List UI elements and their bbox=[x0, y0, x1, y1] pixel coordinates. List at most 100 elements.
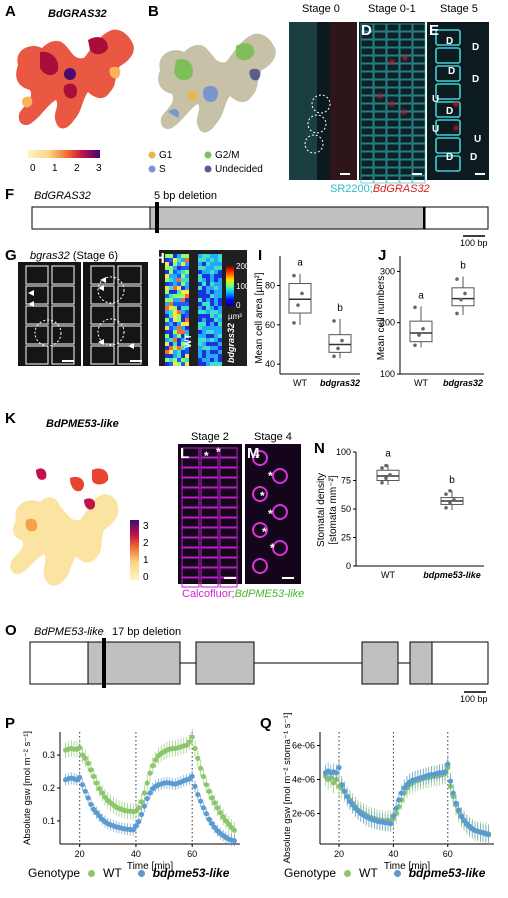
cell-outline bbox=[219, 537, 238, 548]
data-point bbox=[189, 734, 195, 740]
heatmap-cell-mutant bbox=[214, 286, 218, 290]
heatmap-cell-wt bbox=[181, 290, 185, 294]
data-point bbox=[138, 811, 145, 817]
cell-label: U bbox=[432, 94, 439, 105]
cell-outline bbox=[399, 175, 413, 184]
cell-outline bbox=[412, 127, 426, 136]
cell-label: D bbox=[446, 152, 453, 163]
heatmap-cell-mutant bbox=[198, 362, 202, 366]
cell-outline bbox=[181, 547, 200, 558]
heatmap-cell-wt bbox=[169, 290, 173, 294]
heatmap-cell-wt bbox=[169, 270, 173, 274]
heatmap-cell-wt bbox=[181, 362, 185, 366]
heatmap-cell-mutant bbox=[198, 302, 202, 306]
heatmap-cell-wt bbox=[173, 286, 177, 290]
y-tick-label: 100 bbox=[380, 369, 395, 379]
heatmap-cell-wt bbox=[185, 290, 189, 294]
data-point bbox=[413, 343, 417, 348]
heatmap-cell-mutant bbox=[214, 274, 218, 278]
cell-outline bbox=[200, 477, 219, 488]
heatmap-cell-mutant bbox=[210, 290, 214, 294]
y-tick-label: 0 bbox=[346, 561, 351, 571]
heatmap-cell-wt bbox=[173, 314, 177, 318]
heatmap-cell-wt bbox=[165, 298, 169, 302]
data-point bbox=[485, 832, 492, 838]
heatmap-cell-wt bbox=[165, 354, 169, 358]
panel-letter-e: E bbox=[429, 22, 440, 39]
stomatal-cell bbox=[435, 83, 461, 100]
heatmap-cell-wt bbox=[177, 306, 181, 310]
stain-cde-part2: BdGRAS32 bbox=[372, 183, 430, 195]
heatmap-cell-wt bbox=[185, 270, 189, 274]
heatmap-cell-wt bbox=[165, 302, 169, 306]
heatmap-cell-mutant bbox=[218, 286, 222, 290]
cell-outline bbox=[200, 557, 219, 568]
cell-outline bbox=[90, 265, 115, 285]
cell-outline bbox=[386, 175, 400, 184]
heatmap-cell-wt bbox=[165, 322, 169, 326]
cell-outline bbox=[373, 79, 387, 88]
significance-letter: b bbox=[449, 475, 455, 486]
heatmap-cell-mutant bbox=[210, 258, 214, 262]
heatmap-cell-mutant bbox=[202, 286, 206, 290]
y-tick-label: 60 bbox=[265, 320, 275, 330]
panel-c-image bbox=[289, 22, 357, 180]
heatmap-cell-wt bbox=[165, 346, 169, 350]
cell-outline bbox=[360, 119, 374, 128]
cell-outline bbox=[360, 103, 374, 112]
cell-outline bbox=[412, 79, 426, 88]
gene-label-f: BdGRAS32 bbox=[34, 190, 91, 202]
red-signal bbox=[388, 100, 396, 108]
cell-outline bbox=[373, 111, 387, 120]
heatmap-cell-mutant bbox=[214, 278, 218, 282]
heatmap-cell-mutant bbox=[206, 350, 210, 354]
heatmap-cell-wt bbox=[177, 274, 181, 278]
heatmap-cell-mutant bbox=[218, 326, 222, 330]
cell-outline bbox=[360, 95, 374, 104]
heatmap-cell-mutant bbox=[218, 318, 222, 322]
heatmap-cell-wt bbox=[181, 318, 185, 322]
cell-outline bbox=[360, 79, 374, 88]
cell-outline bbox=[412, 23, 426, 32]
cell-outline bbox=[386, 127, 400, 136]
legend-title: Genotype bbox=[28, 866, 81, 880]
cell-outline bbox=[386, 79, 400, 88]
cell-outline bbox=[412, 95, 426, 104]
heatmap-cell-mutant bbox=[218, 274, 222, 278]
heatmap-cell-mutant bbox=[210, 338, 214, 342]
gene-label-o: BdPME53-like bbox=[34, 626, 104, 638]
cell-outline bbox=[200, 527, 219, 538]
heatmap-cell-mutant bbox=[198, 342, 202, 346]
heatmap-cell-mutant bbox=[214, 358, 218, 362]
heatmap-cell-mutant bbox=[202, 306, 206, 310]
data-point bbox=[138, 799, 145, 805]
data-point bbox=[200, 773, 207, 780]
heatmap-cell-mutant bbox=[218, 290, 222, 294]
red-signal bbox=[452, 100, 460, 108]
heatmap-cell-wt bbox=[169, 346, 173, 350]
heatmap-cell-wt bbox=[185, 266, 189, 270]
stomatal-cell bbox=[435, 47, 461, 64]
y-tick-label: 6e-06 bbox=[292, 741, 315, 751]
heatmap-cell-mutant bbox=[210, 330, 214, 334]
heatmap-cell-wt bbox=[173, 318, 177, 322]
heatmap-cell-mutant bbox=[202, 310, 206, 314]
data-point bbox=[332, 354, 336, 359]
heatmap-cell-mutant bbox=[210, 354, 214, 358]
stomata-marker: * bbox=[216, 445, 221, 459]
cell-outline bbox=[25, 285, 49, 305]
cell-outline bbox=[25, 305, 49, 325]
cell-outline bbox=[51, 285, 75, 305]
panel-letter-n: N bbox=[314, 440, 325, 457]
cell-outline bbox=[200, 497, 219, 508]
heatmap-cell-wt bbox=[169, 358, 173, 362]
data-point bbox=[336, 346, 340, 351]
umap-k-cells bbox=[10, 494, 119, 586]
data-point bbox=[452, 498, 456, 502]
cell-outline bbox=[412, 143, 426, 152]
significance-letter: b bbox=[337, 303, 343, 314]
heatmap-cell-wt bbox=[173, 330, 177, 334]
heatmap-cell-wt bbox=[165, 282, 169, 286]
cell-label: D bbox=[446, 106, 453, 117]
